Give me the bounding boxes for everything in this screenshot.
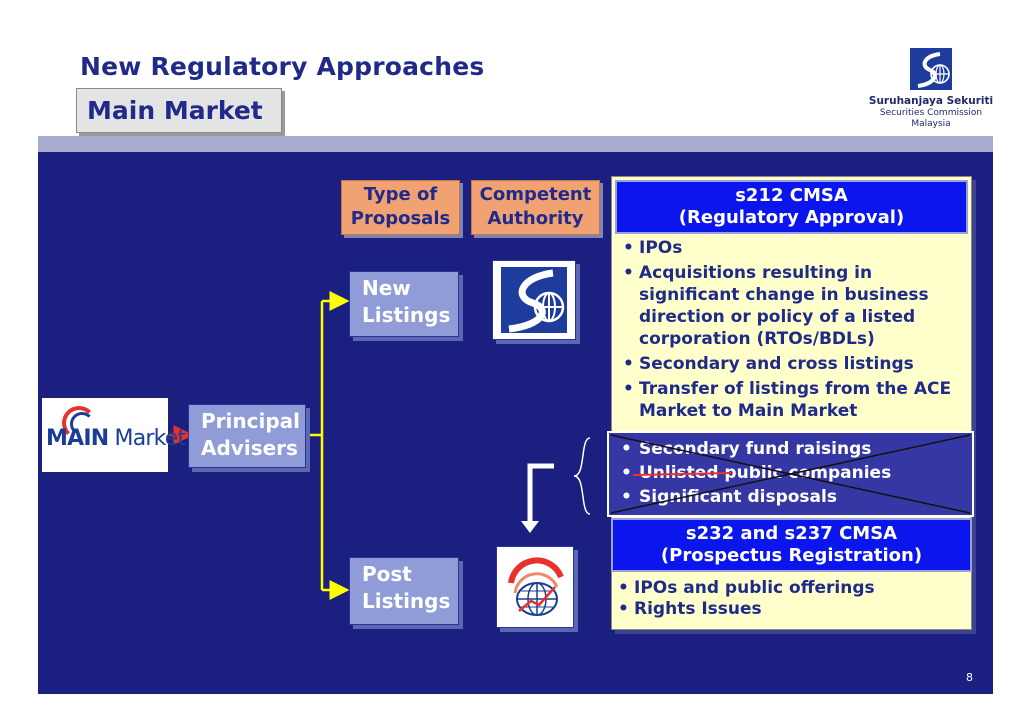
page-number: 8	[966, 671, 973, 684]
bracket-left	[573, 437, 591, 515]
struck-item: Unlisted public companies	[617, 461, 967, 485]
logo-line-malay: Suruhanjaya Sekuriti	[868, 95, 994, 107]
bursa-malaysia-authority-icon	[496, 546, 574, 628]
principal-advisers-line1: Principal	[201, 409, 300, 433]
s212-heading-line2: (Regulatory Approval)	[678, 207, 905, 228]
s232-heading-line2: (Prospectus Registration)	[660, 545, 923, 566]
transfer-down-arrow	[527, 463, 554, 523]
logo-line-english: Securities Commission	[879, 108, 983, 118]
s232-heading: s232 and s237 CMSA (Prospectus Registrat…	[611, 518, 972, 572]
main-market-swoosh-red-icon	[62, 406, 96, 440]
s212-heading-line1: s212 CMSA	[735, 185, 848, 206]
cross-out-icon	[610, 434, 971, 514]
securities-commission-authority-icon	[492, 260, 576, 340]
subtitle-box: Main Market	[76, 88, 282, 133]
new-listings-box: New Listings	[349, 271, 459, 337]
post-listings-box: Post Listings	[349, 557, 459, 625]
s212-heading: s212 CMSA (Regulatory Approval)	[615, 180, 968, 234]
securities-commission-logo: Suruhanjaya Sekuriti Securities Commissi…	[866, 48, 996, 148]
s232-heading-line1: s232 and s237 CMSA	[685, 523, 898, 544]
sc-emblem-large-icon	[501, 267, 567, 333]
s212-item: Acquisitions resulting in significant ch…	[617, 262, 972, 350]
header-competent-authority-line1: Competent	[479, 184, 592, 205]
header-stripe	[38, 136, 993, 152]
header-type-of-proposals: Type of Proposals	[341, 180, 460, 235]
main-market-logo: MAIN Market	[42, 398, 186, 472]
s212-item: Transfer of listings from the ACE Market…	[617, 378, 972, 422]
header-competent-authority: Competent Authority	[471, 180, 600, 235]
logo-line-country: Malaysia	[911, 119, 951, 129]
transfer-down-arrow-head	[521, 521, 539, 533]
slide-subtitle: Main Market	[87, 96, 263, 125]
s232-list: IPOs and public offerings Rights Issues	[614, 578, 970, 620]
slide-title: New Regulatory Approaches	[80, 52, 485, 81]
main-market-logo-main: MAIN	[46, 426, 109, 451]
struck-item: Significant disposals	[617, 485, 967, 509]
bursa-globe-icon	[508, 557, 564, 616]
sc-emblem-icon	[910, 48, 952, 90]
s232-item: IPOs and public offerings	[614, 578, 970, 599]
new-listings-line2: Listings	[362, 303, 451, 327]
main-market-logo-market: Market	[108, 426, 187, 451]
s212-list: IPOs Acquisitions resulting in significa…	[617, 237, 972, 425]
main-market-swoosh-blue-icon	[70, 412, 94, 436]
s212-item: IPOs	[617, 237, 972, 259]
struck-items-box: Secondary fund raisings Unlisted public …	[607, 431, 974, 517]
post-listings-line2: Listings	[362, 589, 451, 613]
main-market-logo-text: MAIN Market	[46, 426, 186, 451]
header-type-of-proposals-line1: Type of	[363, 184, 438, 205]
post-listings-line1: Post	[362, 562, 412, 586]
s232-item: Rights Issues	[614, 599, 970, 620]
header-type-of-proposals-line2: Proposals	[350, 208, 451, 229]
header-competent-authority-line2: Authority	[487, 208, 584, 229]
s212-item: Secondary and cross listings	[617, 353, 972, 375]
principal-advisers-line2: Advisers	[201, 436, 298, 460]
new-listings-line1: New	[362, 276, 411, 300]
principal-advisers-box: Principal Advisers	[188, 404, 306, 468]
